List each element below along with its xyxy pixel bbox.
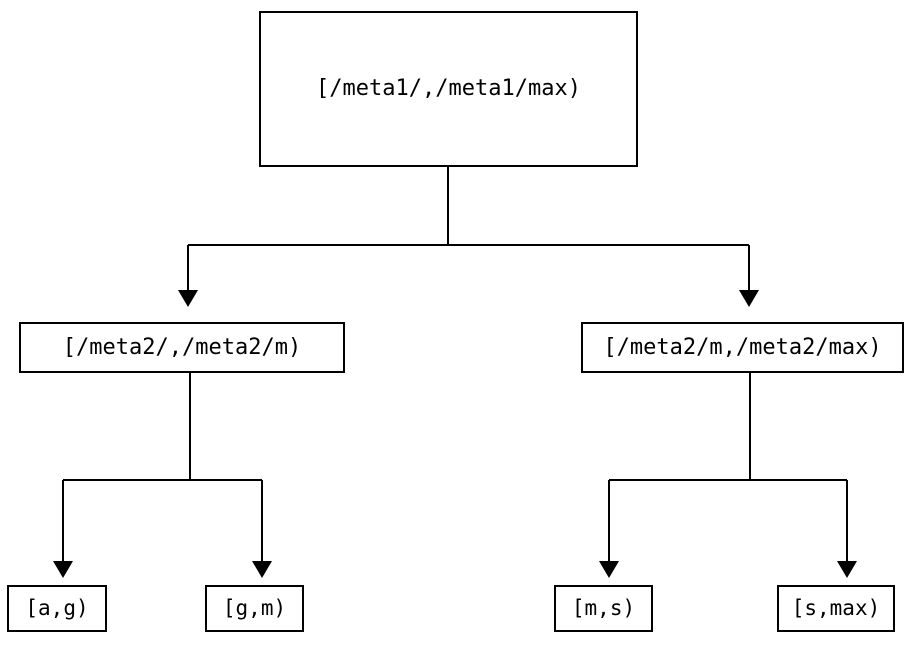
- node-leaf-a-g-label: [a,g): [25, 596, 89, 620]
- node-root-label: [/meta1/,/meta1/max): [316, 76, 581, 101]
- node-mid-right-meta2-upper[interactable]: [/meta2/m,/meta2/max): [581, 322, 904, 373]
- node-mid-left-label: [/meta2/,/meta2/m): [62, 334, 302, 360]
- node-leaf-g-m[interactable]: [g,m): [205, 585, 304, 632]
- node-mid-left-meta2-lower[interactable]: [/meta2/,/meta2/m): [19, 322, 345, 373]
- edge-mid-right-arrowhead-left: [599, 561, 619, 578]
- edge-root-arrowhead-left: [178, 290, 198, 307]
- node-leaf-m-s-label: [m,s): [571, 596, 636, 620]
- node-root-meta1-range[interactable]: [/meta1/,/meta1/max): [259, 11, 638, 167]
- node-leaf-a-g[interactable]: [a,g): [7, 585, 107, 632]
- node-leaf-g-m-label: [g,m): [222, 596, 287, 620]
- node-leaf-s-max[interactable]: [s,max): [777, 585, 895, 632]
- edge-mid-left-arrowhead-left: [53, 561, 73, 578]
- edge-mid-left-arrowhead-right: [252, 561, 272, 578]
- edge-root-arrowhead-right: [739, 290, 759, 307]
- node-leaf-s-max-label: [s,max): [791, 596, 881, 620]
- node-leaf-m-s[interactable]: [m,s): [554, 585, 653, 632]
- edge-mid-right-arrowhead-right: [837, 561, 857, 578]
- node-mid-right-label: [/meta2/m,/meta2/max): [603, 334, 882, 360]
